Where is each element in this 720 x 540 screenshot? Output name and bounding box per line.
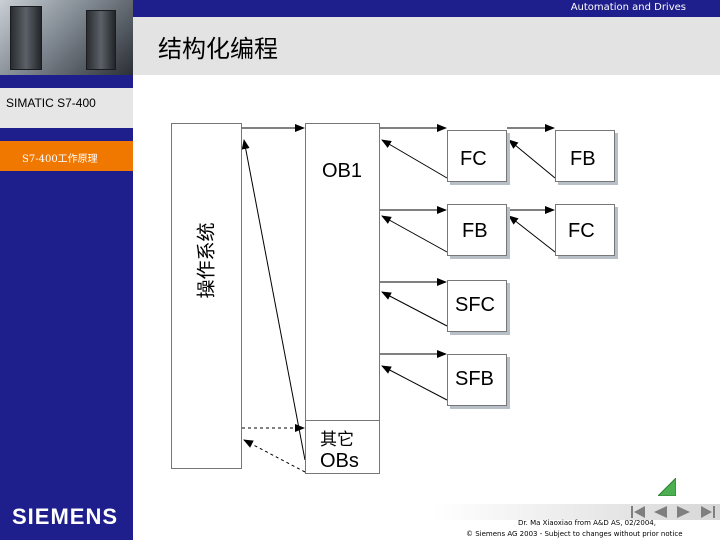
sfb-block (447, 354, 507, 406)
arrow-fc-return (508, 215, 556, 253)
other-obs-box (305, 420, 380, 474)
fc-label: FC (460, 148, 487, 170)
operating-system-box (171, 123, 242, 469)
last-slide-icon[interactable] (700, 505, 716, 519)
footer-author: Dr. Ma Xiaoxiao from A&D AS, 02/2004, (518, 519, 656, 527)
cabinet-image (86, 10, 116, 70)
footer-bar (434, 504, 720, 520)
arrow-fc-return (381, 139, 448, 179)
operating-system-label: 操作系统 (192, 222, 219, 298)
other-obs-label: OBs (320, 450, 359, 472)
arrow-other-obs-return (243, 439, 306, 473)
top-brand-bar: Automation and Drives (0, 0, 720, 17)
title-bar: 结构化编程 (133, 17, 720, 75)
fb-label: FB (462, 220, 488, 242)
fc-label: FC (568, 220, 595, 242)
arrow-fb-return (381, 215, 448, 253)
other-obs-label: 其它 (320, 430, 354, 450)
product-photo (0, 0, 133, 75)
corner-triangle-icon (658, 478, 676, 496)
arrow-fb-return (508, 139, 556, 179)
sfc-block (447, 280, 507, 332)
product-label: SIMATIC S7-400 (6, 96, 96, 110)
sfc-label: SFC (455, 294, 495, 316)
fc-block (447, 130, 507, 182)
ob1-label: OB1 (322, 160, 363, 182)
next-slide-icon[interactable] (676, 505, 692, 519)
fc-block (555, 204, 615, 256)
sfb-label: SFB (455, 368, 494, 390)
siemens-logo: SIEMENS (12, 504, 119, 529)
cabinet-image (10, 6, 42, 70)
page-title: 结构化编程 (158, 35, 278, 63)
fb-label: FB (570, 148, 596, 170)
section-label: S7-400工作原理 (22, 154, 98, 165)
section-tab[interactable]: S7-400工作原理 (0, 141, 133, 171)
ob1-box (305, 123, 380, 474)
arrow-sfb-return (381, 365, 448, 401)
fb-block (447, 204, 507, 256)
fb-block (555, 130, 615, 182)
brand-line: Automation and Drives (570, 2, 686, 13)
footer-copyright: © Siemens AG 2003 - Subject to changes w… (466, 530, 683, 538)
previous-slide-icon[interactable] (652, 505, 668, 519)
product-banner: SIMATIC S7-400 (0, 88, 133, 128)
arrow-ob1-return (241, 139, 306, 461)
first-slide-icon[interactable] (630, 505, 646, 519)
arrow-sfc-return (381, 291, 448, 327)
